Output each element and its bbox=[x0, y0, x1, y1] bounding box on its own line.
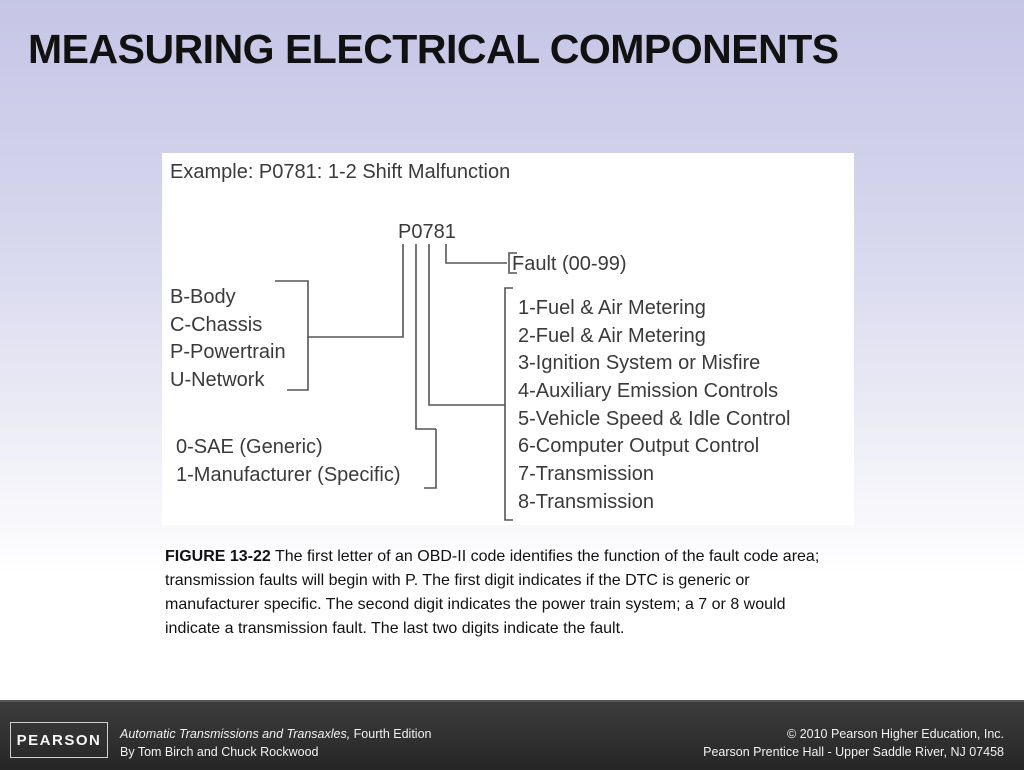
subsystem-bracket bbox=[504, 287, 513, 521]
example-heading: Example: P0781: 1-2 Shift Malfunction bbox=[170, 161, 510, 183]
subsystem-item: 3-Ignition System or Misfire bbox=[518, 352, 760, 374]
system-code-item: U-Network bbox=[170, 369, 265, 391]
code-type-item: 0-SAE (Generic) bbox=[176, 436, 323, 458]
code-label: P0781 bbox=[398, 221, 456, 243]
system-bracket bbox=[275, 280, 309, 391]
obd-code-diagram: Example: P0781: 1-2 Shift Malfunction P0… bbox=[170, 161, 790, 521]
system-code-item: B-Body bbox=[170, 286, 236, 308]
subsystem-item: 8-Transmission bbox=[518, 491, 654, 513]
fault-connector bbox=[445, 244, 507, 264]
subsystem-item: 6-Computer Output Control bbox=[518, 435, 759, 457]
book-authors: By Tom Birch and Chuck Rockwood bbox=[120, 745, 319, 759]
type-bracket bbox=[424, 429, 437, 489]
fault-label: Fault (00-99) bbox=[512, 253, 627, 275]
fault-bracket bbox=[508, 252, 517, 274]
figure-caption: FIGURE 13-22 The first letter of an OBD-… bbox=[165, 545, 845, 641]
code-type-list: 0-SAE (Generic) 1-Manufacturer (Specific… bbox=[176, 436, 401, 486]
slide-title: MEASURING ELECTRICAL COMPONENTS bbox=[28, 26, 839, 72]
code-type-item: 1-Manufacturer (Specific) bbox=[176, 464, 401, 486]
system-code-item: P-Powertrain bbox=[170, 341, 286, 363]
system-code-item: C-Chassis bbox=[170, 314, 262, 336]
subsystem-list: 1-Fuel & Air Metering 2-Fuel & Air Meter… bbox=[518, 297, 790, 513]
subsystem-item: 5-Vehicle Speed & Idle Control bbox=[518, 408, 790, 430]
footer-bar: PEARSON Automatic Transmissions and Tran… bbox=[0, 700, 1024, 770]
connector-lines bbox=[275, 244, 517, 521]
footer-publisher-info: © 2010 Pearson Higher Education, Inc. Pe… bbox=[703, 725, 1004, 761]
caption-text: The first letter of an OBD-II code ident… bbox=[165, 548, 820, 637]
book-title-line: Automatic Transmissions and Transaxles, … bbox=[120, 725, 431, 743]
copyright-text: © 2010 Pearson Higher Education, Inc. bbox=[787, 727, 1004, 741]
type-connector bbox=[415, 244, 436, 430]
system-connector bbox=[308, 244, 404, 338]
subsystem-item: 4-Auxiliary Emission Controls bbox=[518, 380, 778, 402]
obd-code-figure: Example: P0781: 1-2 Shift Malfunction P0… bbox=[162, 153, 854, 525]
footer-book-info: Automatic Transmissions and Transaxles, … bbox=[120, 725, 431, 761]
pearson-logo: PEARSON bbox=[10, 722, 108, 758]
figure-label: FIGURE 13-22 bbox=[165, 548, 271, 565]
subsystem-item: 7-Transmission bbox=[518, 463, 654, 485]
subsystem-item: 1-Fuel & Air Metering bbox=[518, 297, 706, 319]
subsystem-item: 2-Fuel & Air Metering bbox=[518, 325, 706, 347]
publisher-text: Pearson Prentice Hall - Upper Saddle Riv… bbox=[703, 745, 1004, 759]
subsystem-connector bbox=[428, 244, 505, 406]
book-edition: Fourth Edition bbox=[350, 727, 432, 741]
book-title: Automatic Transmissions and Transaxles, bbox=[120, 727, 351, 741]
system-code-list: B-Body C-Chassis P-Powertrain U-Network bbox=[170, 286, 286, 391]
